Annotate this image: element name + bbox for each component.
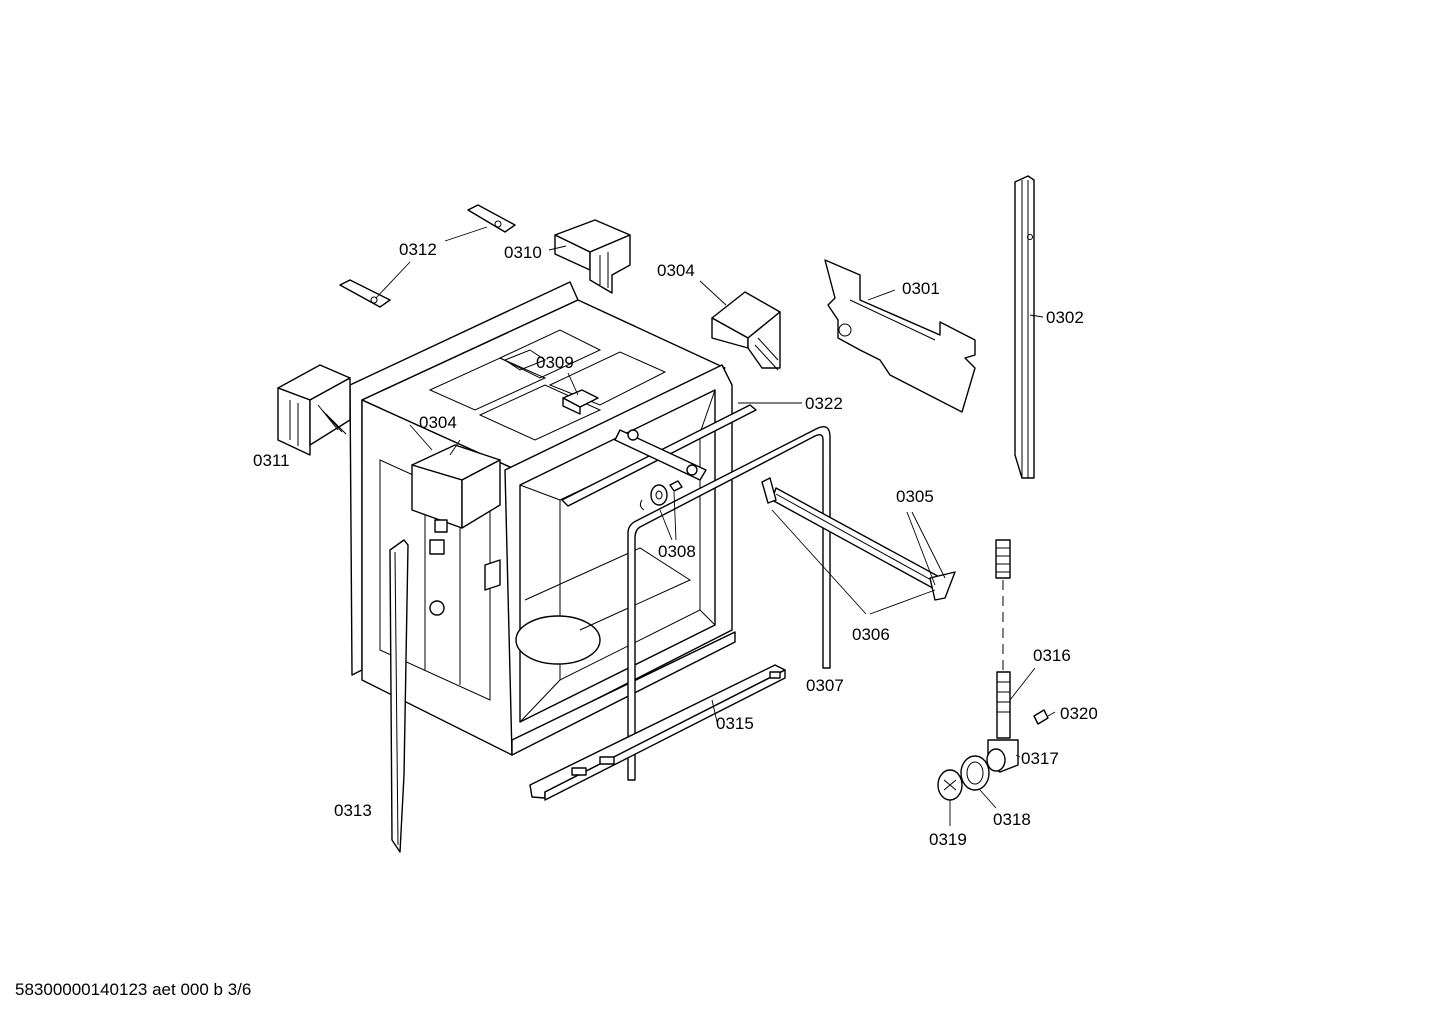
part-0312-clips [339, 204, 516, 308]
label-0312: 0312 [399, 240, 437, 259]
label-0307: 0307 [806, 676, 844, 695]
part-0309-clip [562, 389, 599, 415]
part-0310-top-bracket [554, 219, 631, 294]
label-0304-upper: 0304 [657, 261, 695, 280]
label-0309: 0309 [536, 353, 574, 372]
part-0316-thread [995, 539, 1011, 739]
part-0315-base-plate [529, 664, 786, 801]
label-0302: 0302 [1046, 308, 1084, 327]
part-0319-cap [937, 769, 963, 801]
label-0320: 0320 [1060, 704, 1098, 723]
part-0304-upper-bracket [711, 291, 781, 371]
part-0304-left-bracket [411, 444, 501, 533]
part-0305-bar [761, 477, 956, 601]
label-0315: 0315 [716, 714, 754, 733]
label-0316: 0316 [1033, 646, 1071, 665]
part-0317-elbow [986, 739, 1019, 773]
label-0301: 0301 [902, 279, 940, 298]
part-0301-panel [824, 259, 976, 413]
part-labels: 0312 0310 0304 0301 0302 0309 0322 0304 … [253, 240, 1098, 849]
part-0320-screw [1033, 709, 1049, 725]
part-0308-fasteners [639, 480, 683, 511]
part-0313-side-strip [389, 539, 409, 853]
part-0311-corner-bracket [277, 364, 351, 456]
drawing-code: 58300000140123 aet 000 b 3/6 [15, 980, 252, 999]
label-0322: 0322 [805, 394, 843, 413]
part-0302-post [1014, 175, 1035, 479]
label-0306: 0306 [852, 625, 890, 644]
label-0319: 0319 [929, 830, 967, 849]
label-0304-lower: 0304 [419, 413, 457, 432]
part-0322-rail [561, 404, 757, 507]
label-0317: 0317 [1021, 749, 1059, 768]
label-0305: 0305 [896, 487, 934, 506]
part-0307-door-seal [627, 425, 831, 781]
part-0318-ring [960, 755, 990, 791]
label-0308: 0308 [658, 542, 696, 561]
label-0318: 0318 [993, 810, 1031, 829]
label-0313: 0313 [334, 801, 372, 820]
leader-lines [375, 226, 1056, 826]
label-0310: 0310 [504, 243, 542, 262]
label-0311: 0311 [253, 451, 290, 470]
